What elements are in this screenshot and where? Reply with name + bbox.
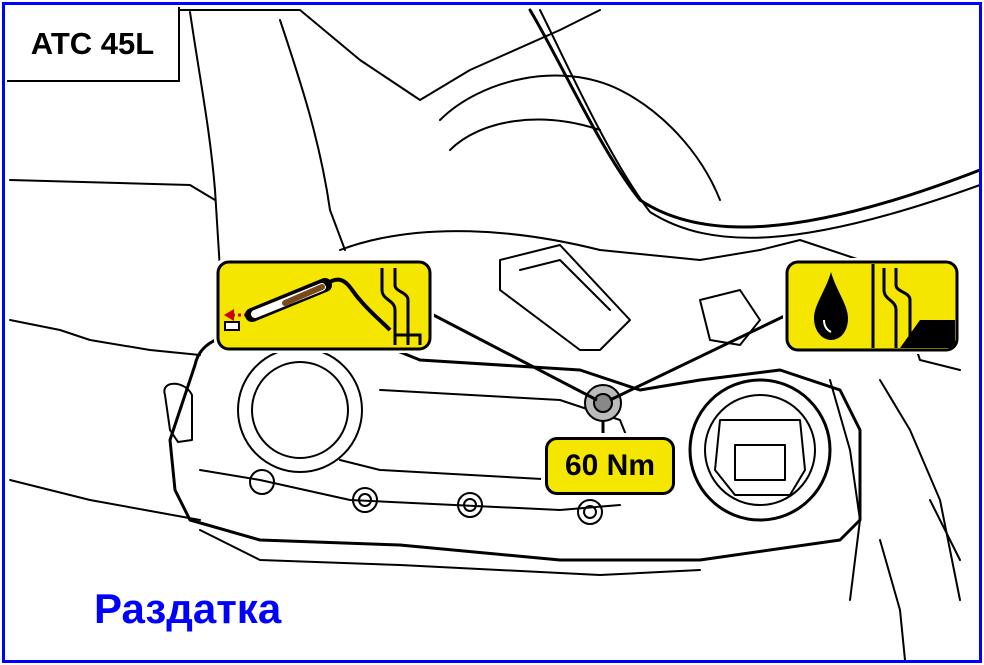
torque-spec-label: 60 Nm [545,437,675,495]
fluid-extraction-callout [214,258,434,353]
fill-plug [584,384,622,422]
oil-level-icon [380,268,422,345]
oil-fill-callout [783,258,961,354]
fluid-extraction-syringe-icon [224,277,392,332]
model-label: ATC 45L [7,7,180,82]
oil-level-icon [882,268,955,348]
diagram-caption: Раздатка [94,585,282,632]
oil-drop-icon [814,272,848,340]
